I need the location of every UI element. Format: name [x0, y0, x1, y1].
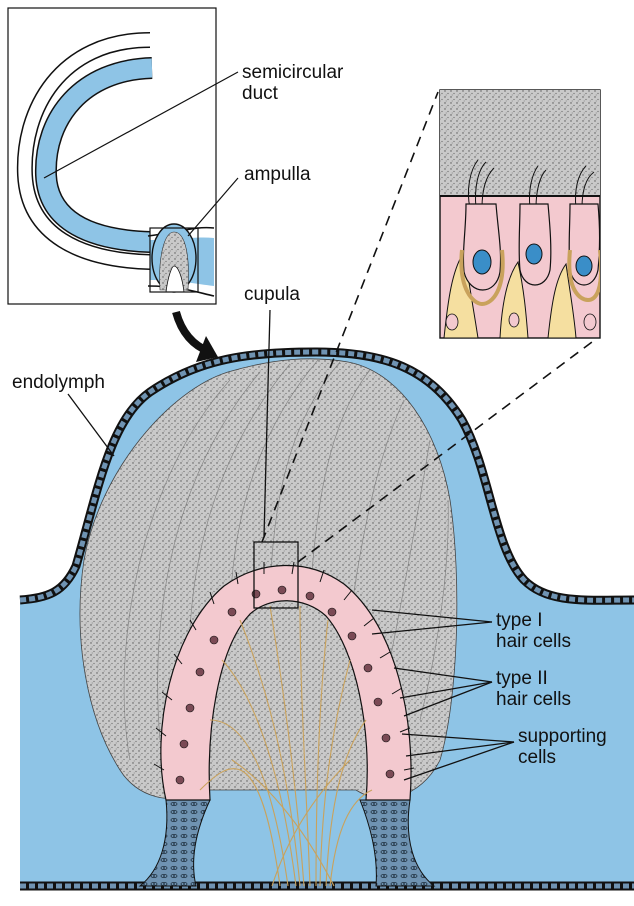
label-type2-line1: type II [496, 668, 571, 689]
endolymph-leader [68, 394, 114, 456]
label-semicircular-duct-line1: semicircular [242, 62, 343, 83]
closeup-nucleus [473, 250, 491, 274]
label-endolymph: endolymph [12, 372, 105, 393]
label-cupula: cupula [244, 284, 300, 305]
label-supporting-line1: supporting [518, 726, 607, 747]
label-type2-hair-cells: type II hair cells [496, 668, 571, 710]
label-semicircular-duct-line2: duct [242, 83, 343, 104]
label-type1-line2: hair cells [496, 631, 571, 652]
ampulla-overview-inset [8, 8, 238, 304]
label-ampulla: ampulla [244, 164, 311, 185]
label-semicircular-duct: semicircular duct [242, 62, 343, 104]
zoom-arrow [176, 312, 218, 362]
label-supporting-cells: supporting cells [518, 726, 607, 768]
label-supporting-line2: cells [518, 747, 607, 768]
hair-cell-closeup [440, 90, 601, 338]
closeup-cupula [440, 90, 600, 196]
label-type1-line1: type I [496, 610, 571, 631]
label-type2-line2: hair cells [496, 689, 571, 710]
label-type1-hair-cells: type I hair cells [496, 610, 571, 652]
